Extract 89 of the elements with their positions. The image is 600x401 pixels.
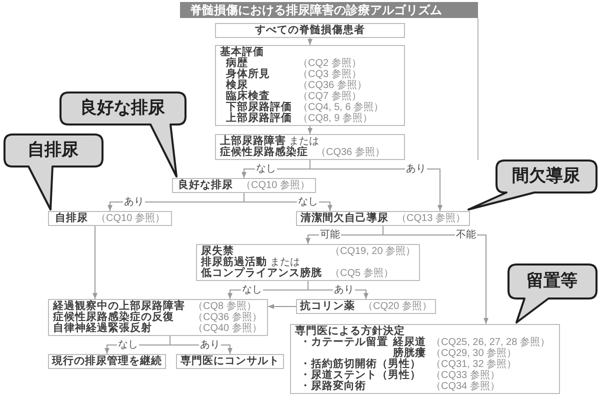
step-text: 尿失禁: [201, 246, 234, 257]
speech-bubble: [2, 132, 104, 210]
step-box: [172, 178, 316, 193]
reference-text: （CQ19, 20 参照）: [330, 246, 416, 257]
step-text: 膀胱瘻: [393, 348, 426, 359]
reference-text: （CQ36 参照）: [316, 147, 385, 158]
step-text: 経尿道: [393, 337, 426, 348]
step-text: 排尿筋過活動: [201, 257, 267, 268]
step-box: [48, 211, 172, 226]
arrow: [268, 304, 296, 309]
step-text: 自排尿: [55, 213, 88, 224]
step-text: 抗コリン薬: [300, 301, 356, 312]
step-text: 症候性尿路感染症: [220, 147, 308, 158]
step-text: 清潔間欠自己導尿: [300, 213, 389, 224]
step-box: [296, 299, 436, 314]
reference-text: （CQ34 参照）: [431, 381, 500, 392]
step-box: [290, 324, 560, 394]
step-text: 自律神経過緊張反射: [53, 323, 152, 334]
reference-text: （CQ33 参照）: [431, 370, 500, 381]
step-box: [48, 354, 166, 369]
step-text: すべての脊髄損傷患者: [255, 25, 365, 36]
step-box: [176, 354, 284, 369]
box-heading: 専門医による方針決定: [295, 326, 405, 337]
callout-text: 良好な排尿: [80, 98, 165, 118]
reference-text: （CQ4, 5, 6 参照）: [298, 102, 384, 113]
step-box: [296, 211, 470, 226]
step-text: 病歴: [226, 58, 248, 69]
step-box: [215, 134, 405, 160]
box-heading: 基本評価: [220, 47, 264, 58]
step-box: [215, 23, 405, 38]
reference-text: （CQ36 参照）: [298, 80, 367, 91]
conjunction-text: または: [289, 136, 319, 147]
callout-text: 自排尿: [28, 140, 78, 160]
reference-text: （CQ25, 26, 27, 28 参照）: [431, 337, 550, 348]
step-text: 上部尿路障害: [220, 136, 286, 147]
step-text: ・括約筋切開術（男性）: [300, 359, 421, 370]
step-box: [196, 244, 420, 281]
edge-label: あり: [333, 284, 355, 296]
reference-text: （CQ7 参照）: [298, 91, 362, 102]
arrow: [382, 226, 488, 324]
callout-text: 留置等: [526, 271, 578, 291]
callout-text: 間欠導尿: [512, 166, 580, 186]
edge-label: あり: [123, 196, 145, 208]
step-text: ・カテーテル留置: [300, 337, 388, 348]
arrow: [310, 160, 442, 212]
reference-text: （CQ20 参照）: [363, 301, 432, 312]
edge-label: あり: [199, 340, 221, 350]
step-box: [215, 45, 405, 126]
step-text: ・尿道ステント（男性）: [300, 370, 421, 381]
arrow: [308, 38, 312, 46]
step-text: 良好な排尿: [178, 180, 234, 191]
step-text: 上部尿路評価: [226, 113, 292, 124]
arrow: [92, 226, 98, 300]
reference-text: （CQ29, 30 参照）: [431, 348, 517, 359]
arrow: [308, 126, 312, 134]
edge-label: なし: [117, 340, 139, 350]
reference-text: （CQ3 参照）: [298, 69, 362, 80]
step-text: ・尿路変向術: [300, 381, 366, 392]
title-banner: 脊髄損傷における排尿障害の診療アルゴリズム: [180, 2, 478, 18]
step-text: 症候性尿路感染症の反復: [53, 312, 174, 323]
step-text: 経過観察中の上部尿路障害: [53, 301, 185, 312]
conjunction-text: または: [270, 257, 300, 268]
reference-text: （CQ36 参照）: [193, 312, 262, 323]
step-box: [48, 299, 268, 336]
edge-label: なし: [297, 196, 319, 208]
reference-text: （CQ10 参照）: [241, 180, 310, 191]
step-text: 臨床検査: [226, 91, 270, 102]
step-text: 現行の排尿管理を継続: [52, 356, 162, 367]
step-text: 検尿: [226, 80, 248, 91]
step-text: 下部尿路評価: [226, 102, 292, 113]
reference-text: （CQ40 参照）: [193, 323, 262, 334]
edge-label: あり: [405, 164, 427, 174]
reference-text: （CQ31, 32 参照）: [431, 359, 517, 370]
step-text: 身体所見: [226, 69, 270, 80]
reference-text: （CQ5 参照）: [330, 268, 394, 279]
reference-text: （CQ13 参照）: [396, 213, 466, 224]
speech-bubble: [506, 262, 598, 324]
reference-text: （CQ2 参照）: [298, 58, 362, 69]
step-text: 専門医にコンサルト: [180, 356, 280, 367]
edge-label: 不能: [455, 230, 477, 240]
reference-text: （CQ10 参照）: [96, 213, 165, 224]
edge-label: なし: [255, 164, 277, 174]
edge-label: 可能: [319, 230, 341, 240]
reference-text: （CQ8 参照）: [193, 301, 256, 312]
arrow: [244, 192, 332, 212]
step-text: 低コンプライアンス膀胱: [201, 268, 322, 279]
reference-text: （CQ8, 9 参照）: [298, 113, 372, 124]
edge-label: なし: [241, 284, 263, 296]
speech-bubble: [466, 158, 598, 210]
